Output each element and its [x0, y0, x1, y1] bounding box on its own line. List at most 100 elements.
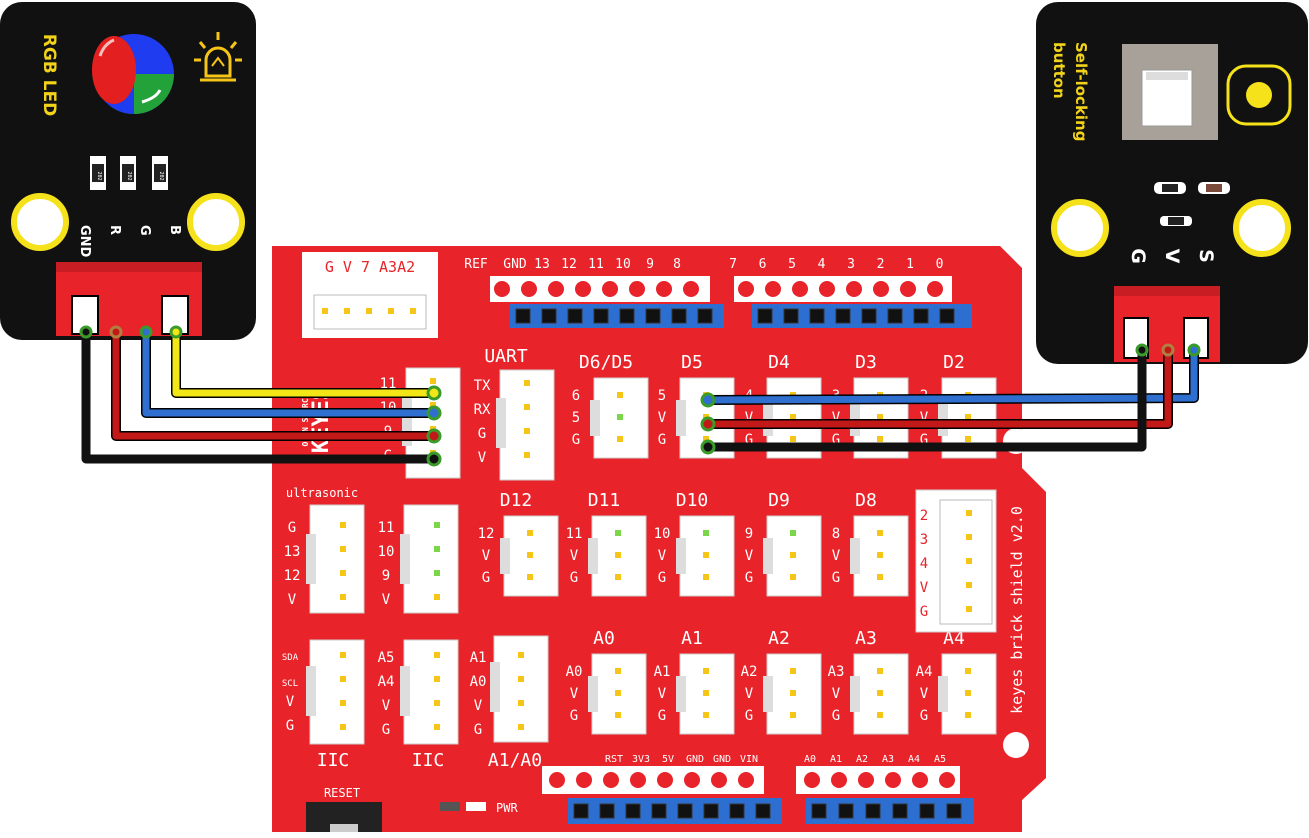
- port-title: A1: [681, 628, 703, 649]
- pin-label: G: [474, 722, 482, 738]
- pin-contact: [527, 552, 533, 558]
- pin-label: V: [920, 410, 929, 426]
- header-pin: [515, 308, 531, 324]
- pin-contact: [966, 510, 972, 516]
- header-label: GND: [503, 257, 527, 272]
- pin-contact: [877, 436, 883, 442]
- rgb-led-icon: [92, 34, 174, 115]
- port-title: A4: [943, 628, 965, 649]
- pin-label: G: [658, 570, 666, 586]
- pin-contact: [340, 652, 346, 658]
- pin-label: V: [658, 410, 667, 426]
- pin-contact: [615, 690, 621, 696]
- pin-contact: [703, 690, 709, 696]
- pin-contact: [340, 724, 346, 730]
- pin-contact: [790, 668, 796, 674]
- rgb-pin-label: GND: [77, 225, 92, 258]
- pin-contact: [430, 402, 436, 408]
- header-label: 4: [818, 257, 826, 272]
- port-latch: [490, 662, 500, 712]
- pin-contact: [877, 414, 883, 420]
- pin-label: G: [920, 708, 928, 724]
- port-latch: [400, 666, 410, 716]
- port-title: D2: [943, 352, 965, 373]
- pin-label: G: [570, 570, 578, 586]
- header-hole: [575, 281, 591, 297]
- header-pin: [887, 308, 903, 324]
- pin-contact: [965, 668, 971, 674]
- status-led-icon: [1246, 82, 1272, 108]
- pin-label: A4: [916, 664, 933, 680]
- rgb-pin-label: B: [167, 225, 182, 235]
- header-label: 5: [788, 257, 796, 272]
- header-label: REF: [464, 257, 488, 272]
- pin-contact: [877, 668, 883, 674]
- header-pin: [599, 803, 615, 819]
- pin-label: G: [832, 708, 840, 724]
- header-pin: [619, 308, 635, 324]
- header-hole: [494, 281, 510, 297]
- connector-pin: [344, 308, 350, 314]
- header-pin: [783, 308, 799, 324]
- pin-contact: [340, 700, 346, 706]
- top-connector-label: G V 7 A3A2: [325, 258, 415, 276]
- top-connector-pins: [322, 308, 416, 314]
- port-latch: [402, 396, 412, 446]
- wire-g-to-d10: [142, 330, 434, 417]
- pin-contact: [877, 574, 883, 580]
- port-housing: [309, 639, 365, 745]
- pin-label: V: [288, 592, 297, 608]
- smd-resistor-body: [122, 164, 134, 182]
- header-pin: [946, 803, 962, 819]
- header-hole: [939, 772, 955, 788]
- pin-contact: [965, 436, 971, 442]
- port-latch: [850, 400, 860, 436]
- connector-pin: [322, 308, 328, 314]
- pin-label: 3: [920, 532, 928, 548]
- header-pin: [835, 308, 851, 324]
- port-latch: [850, 538, 860, 574]
- header-pin: [625, 803, 641, 819]
- port-latch: [676, 676, 686, 712]
- pin-label: A4: [378, 674, 395, 690]
- button-module-subtitle: button: [1050, 42, 1068, 99]
- port-latch: [938, 676, 948, 712]
- pin-contact: [617, 414, 623, 420]
- pin-label: G: [920, 604, 928, 620]
- pin-label: A1: [470, 650, 487, 666]
- pin-label: A3: [828, 664, 845, 680]
- port-title: D8: [855, 490, 877, 511]
- bottom-header-holes: [549, 772, 955, 788]
- header-hole: [846, 281, 862, 297]
- pin-label: V: [570, 686, 579, 702]
- mount-hole: [1051, 199, 1109, 257]
- pin-label: G: [745, 570, 753, 586]
- pin-label: G: [570, 708, 578, 724]
- resistor-code: 202: [158, 171, 164, 180]
- pin-contact: [790, 574, 796, 580]
- mount-hole: [1003, 732, 1029, 758]
- button-pin-label: S: [1195, 249, 1217, 263]
- header-pin: [939, 308, 955, 324]
- header-hole: [603, 772, 619, 788]
- header-hole: [912, 772, 928, 788]
- pin-contact: [340, 570, 346, 576]
- a1a0-label: A1/A0: [488, 750, 542, 771]
- pin-contact: [340, 676, 346, 682]
- pin-label: A5: [378, 650, 395, 666]
- pin-contact: [434, 594, 440, 600]
- pin-contact: [790, 436, 796, 442]
- ultrasonic-label: ultrasonic: [286, 486, 358, 500]
- header-pin: [809, 308, 825, 324]
- port-latch: [400, 534, 410, 584]
- pin-label: V: [745, 410, 754, 426]
